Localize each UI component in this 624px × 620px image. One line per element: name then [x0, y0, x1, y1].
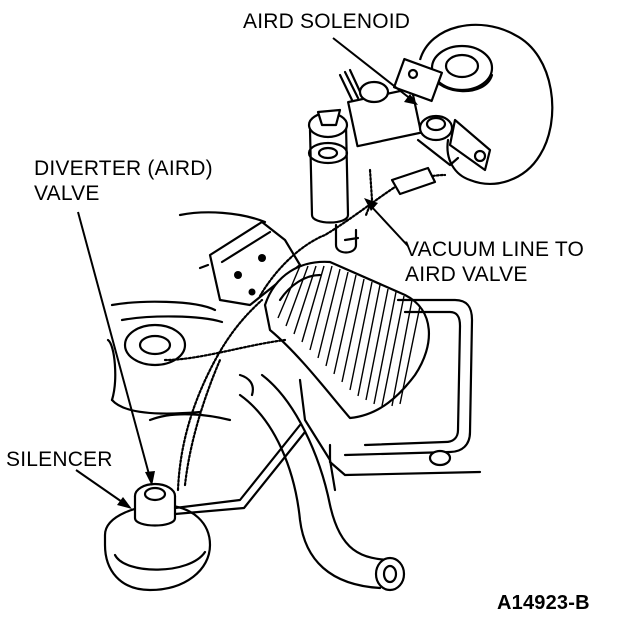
label-vacuum-line1: VACUUM LINE TO [405, 238, 585, 261]
vacuum-hoses [163, 166, 447, 492]
diverter-arrowhead [145, 471, 155, 486]
vacuum-leader [369, 204, 409, 247]
label-diverter-line1: DIVERTER (AIRD) [34, 157, 213, 180]
diverter-leader [77, 211, 151, 479]
label-aird-solenoid: AIRD SOLENOID [243, 10, 411, 33]
solenoid-arrowhead [404, 94, 418, 105]
corrugated-duct [263, 260, 431, 420]
lower-exhaust-pipe [238, 373, 406, 592]
label-vacuum-line2: AIRD VALVE [405, 263, 528, 286]
silencer-body [103, 423, 307, 592]
air-tube [307, 108, 360, 254]
solenoid-leader [332, 37, 413, 101]
figure-reference: A14923-B [497, 592, 590, 614]
label-silencer: SILENCER [6, 448, 113, 471]
label-diverter-line2: VALVE [34, 182, 100, 205]
aird-solenoid-assembly [338, 57, 492, 172]
vacuum-arrowhead [364, 198, 378, 211]
silencer-arrowhead [117, 497, 132, 509]
engine-body [106, 211, 267, 422]
air-cleaner-housing [328, 298, 482, 477]
leader-arrows [75, 37, 418, 509]
silencer-leader [75, 469, 126, 505]
